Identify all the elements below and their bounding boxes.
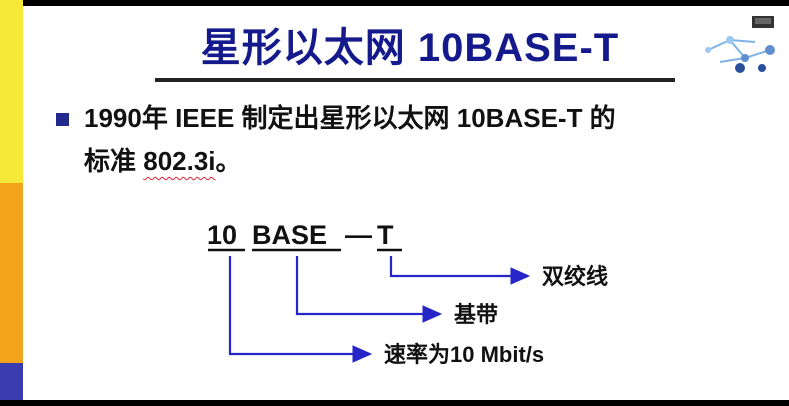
term-part-t: T	[377, 220, 394, 250]
term-dash: —	[345, 220, 372, 250]
arrow-to-twisted-pair	[391, 256, 528, 276]
label-baseband: 基带	[454, 302, 498, 327]
label-rate: 速率为10 Mbit/s	[384, 342, 544, 367]
arrow-to-rate	[230, 256, 370, 354]
arrow-to-baseband	[297, 256, 440, 314]
term-part-10: 10	[207, 220, 237, 250]
label-twisted-pair: 双绞线	[542, 264, 608, 289]
term-part-base: BASE	[252, 220, 327, 250]
